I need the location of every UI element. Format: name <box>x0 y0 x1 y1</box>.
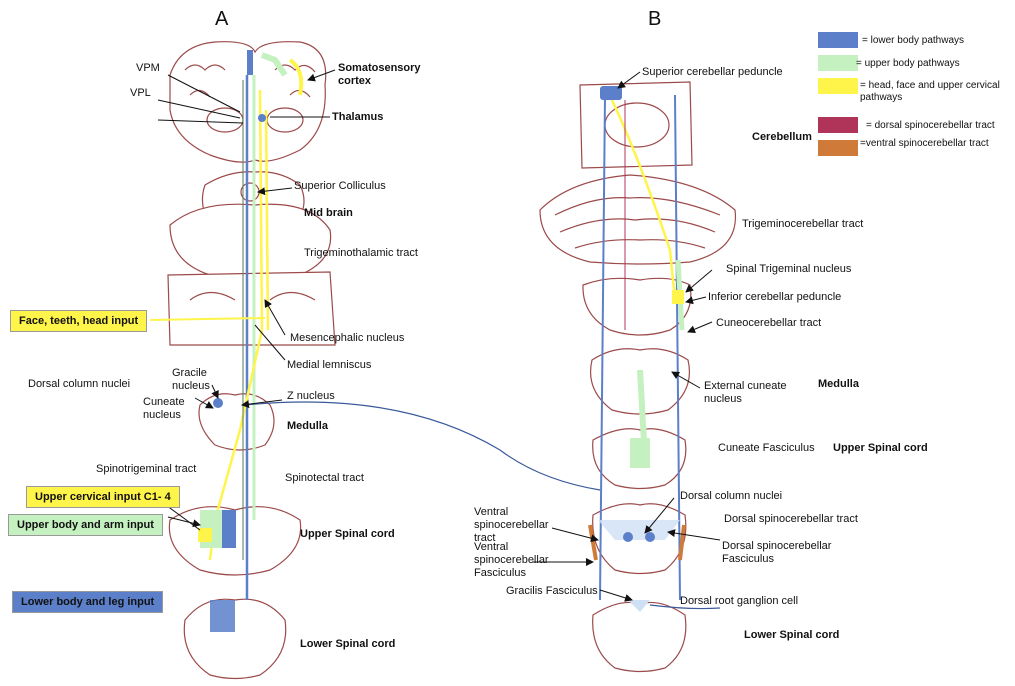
label-gracile-nucleus: Gracile nucleus <box>172 367 222 393</box>
label-ventral-spinocerebellar-fasciculus: Ventral spinocerebellar Fasciculus <box>474 541 544 580</box>
label-dorsal-root-ganglion-cell: Dorsal root ganglion cell <box>680 595 798 608</box>
label-mid-brain: Mid brain <box>304 207 353 220</box>
label-cuneate-fasciculus: Cuneate Fasciculus <box>718 442 815 455</box>
label-trigeminothalamic-tract: Trigeminothalamic tract <box>304 247 418 260</box>
upper-cervical-input-box: Upper cervical input C1- 4 <box>26 486 180 508</box>
legend-text-ventral-sct: =ventral spinocerebellar tract <box>860 138 990 150</box>
label-cerebellum: Cerebellum <box>752 131 812 144</box>
label-inferior-cerebellar-peduncle: Inferior cerebellar peduncle <box>708 291 841 304</box>
label-superior-colliculus: Superior Colliculus <box>294 180 386 193</box>
legend-text-lower-body: = lower body pathways <box>862 35 964 47</box>
label-vpm: VPM <box>136 62 160 75</box>
legend-swatch-upper-body <box>818 55 858 71</box>
label-mesencephalic-nucleus: Mesencephalic nucleus <box>290 332 404 345</box>
label-vpl: VPL <box>130 87 151 100</box>
legend-swatch-lower-body <box>818 32 858 48</box>
label-cuneate-nucleus: Cuneate nucleus <box>143 396 193 422</box>
panel-b-title: B <box>648 8 661 31</box>
label-upper-spinal-cord-a: Upper Spinal cord <box>300 528 395 541</box>
face-teeth-head-input-box: Face, teeth, head input <box>10 310 147 332</box>
label-medial-lemniscus: Medial lemniscus <box>287 359 371 372</box>
label-ventral-spinocerebellar-tract: Ventral spinocerebellar tract <box>474 506 554 545</box>
label-spinal-trigeminal-nucleus: Spinal Trigeminal nucleus <box>726 263 851 276</box>
legend-text-dorsal-sct: = dorsal spinocerebellar tract <box>866 120 995 132</box>
label-dorsal-column-nuclei-a: Dorsal column nuclei <box>28 378 130 391</box>
label-thalamus: Thalamus <box>332 111 383 124</box>
label-medulla-a: Medulla <box>287 420 328 433</box>
legend-text-upper-body: = upper body pathways <box>856 58 960 70</box>
legend-swatch-dorsal-sct <box>818 117 858 133</box>
lower-body-leg-input-box: Lower body and leg input <box>12 591 163 613</box>
upper-body-arm-input-box: Upper body and arm input <box>8 514 163 536</box>
label-external-cuneate-nucleus: External cuneate nucleus <box>704 380 804 406</box>
label-spinotrigeminal-tract: Spinotrigeminal tract <box>96 463 196 476</box>
label-dorsal-spinocerebellar-tract: Dorsal spinocerebellar tract <box>724 513 858 526</box>
legend-swatch-ventral-sct <box>818 140 858 156</box>
label-medulla-b: Medulla <box>818 378 859 391</box>
label-lower-spinal-cord-b: Lower Spinal cord <box>744 629 839 642</box>
label-dorsal-spinocerebellar-fasciculus: Dorsal spinocerebellar Fasciculus <box>722 540 842 566</box>
label-gracilis-fasciculus: Gracilis Fasciculus <box>506 585 598 598</box>
label-spinotectal-tract: Spinotectal tract <box>285 472 364 485</box>
legend-swatch-head-face <box>818 78 858 94</box>
label-lower-spinal-cord-a: Lower Spinal cord <box>300 638 395 651</box>
legend-text-head-face: = head, face and upper cervical pathways <box>860 80 1010 104</box>
label-z-nucleus: Z nucleus <box>287 390 335 403</box>
panel-a-title: A <box>215 8 228 31</box>
label-trigeminocerebellar-tract: Trigeminocerebellar tract <box>742 218 863 231</box>
label-superior-cerebellar-peduncle: Superior cerebellar peduncle <box>642 66 783 79</box>
label-upper-spinal-cord-b: Upper Spinal cord <box>833 442 928 455</box>
label-dorsal-column-nuclei-b: Dorsal column nuclei <box>680 490 782 503</box>
label-somatosensory-cortex: Somatosensory cortex <box>338 62 428 88</box>
label-cuneocerebellar-tract: Cuneocerebellar tract <box>716 317 821 330</box>
